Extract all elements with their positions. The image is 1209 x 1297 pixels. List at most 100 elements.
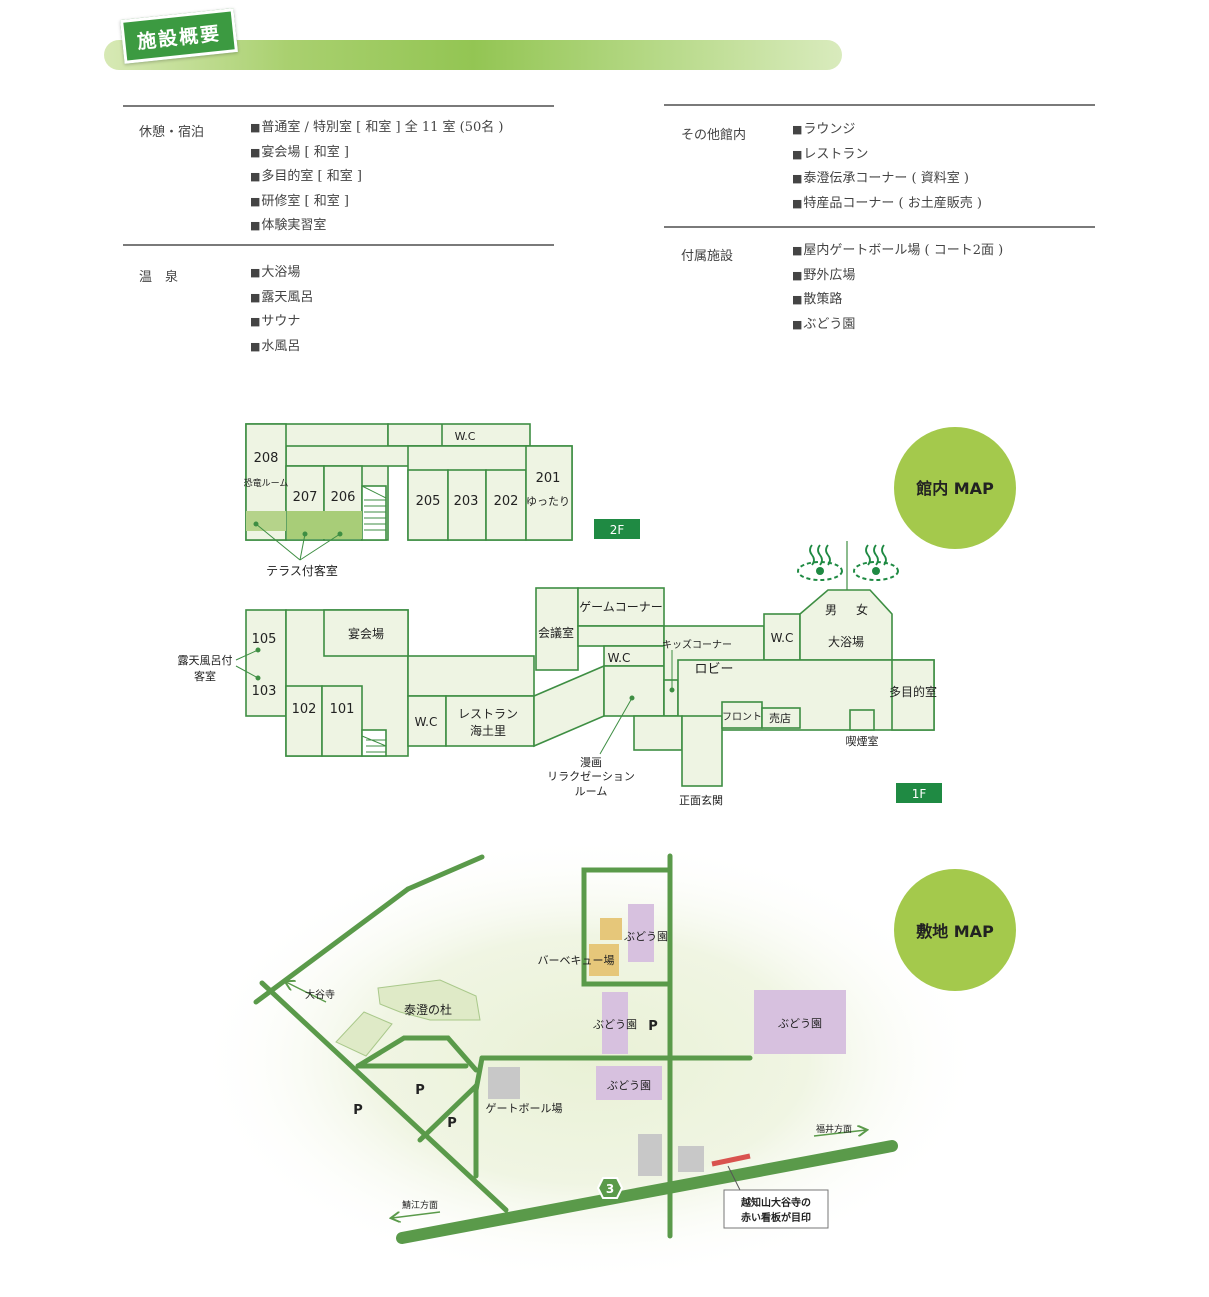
room-101: 101 — [330, 702, 355, 717]
room-women: 女 — [856, 602, 868, 617]
list-item: 露天風呂 — [250, 286, 313, 311]
floor-tag-1f-text: 1F — [912, 787, 927, 801]
item-list: 大浴場 露天風呂 サウナ 水風呂 — [250, 261, 313, 359]
room-203: 203 — [454, 494, 479, 509]
room-207: 207 — [293, 490, 318, 505]
room-restaurant-name: 海土里 — [470, 723, 506, 738]
manga-note-1: 漫画 — [580, 755, 602, 769]
item-list: 普通室 / 特別室 [ 和室 ] 全 11 室 (50名 ) 宴会場 [ 和室 … — [250, 116, 503, 239]
floor-tag-2f — [594, 519, 640, 539]
red-sign — [711, 1153, 751, 1167]
label-grape-3: ぶどう園 — [607, 1079, 651, 1092]
divider — [664, 104, 1095, 106]
room-bath: 大浴場 — [828, 635, 864, 649]
list-item: 研修室 [ 和室 ] — [250, 190, 503, 215]
hot-spring-icon-women — [853, 544, 899, 581]
room-wc-mid: W.C — [608, 651, 631, 665]
room-shop: 売店 — [769, 711, 791, 725]
label-sabae: 鯖江方面 — [402, 1199, 438, 1211]
room-dino: 恐竜ルーム — [244, 477, 289, 489]
room-multi: 多目的室 — [889, 684, 937, 699]
list-item: 体験実習室 — [250, 214, 503, 239]
room-men: 男 — [825, 603, 837, 617]
list-item: 普通室 / 特別室 [ 和室 ] 全 11 室 (50名 ) — [250, 116, 503, 141]
room-game: ゲームコーナー — [579, 600, 663, 614]
room-kids: キッズコーナー — [662, 638, 732, 651]
room-206: 206 — [331, 490, 356, 505]
room-lobby: ロビー — [694, 662, 733, 677]
room-wc-2f: W.C — [455, 430, 476, 443]
category-label: 付属施設 — [681, 249, 734, 264]
room-102: 102 — [292, 702, 317, 717]
room-entrance: 正面玄関 — [679, 793, 723, 807]
item-list: 屋内ゲートボール場 ( コート2面 ) 野外広場 散策路 ぶどう園 — [792, 239, 1003, 337]
route-3-road — [396, 1140, 898, 1244]
list-item: 多目的室 [ 和室 ] — [250, 165, 503, 190]
manga-note-3: ルーム — [575, 785, 608, 798]
floor-map-badge — [894, 427, 1016, 549]
arrow-sabae — [392, 1211, 441, 1218]
grape-field — [602, 992, 628, 1054]
room-201: 201 — [536, 471, 561, 486]
room-wc-restaurant: W.C — [415, 715, 438, 729]
terrace-note: テラス付客室 — [266, 563, 338, 578]
list-item: 特産品コーナー ( お土産販売 ) — [792, 192, 982, 217]
leader-lines — [235, 647, 675, 755]
list-item: 宴会場 [ 和室 ] — [250, 141, 503, 166]
category-label: 温 泉 — [139, 270, 179, 285]
room-restaurant: レストラン — [458, 707, 518, 721]
grape-field — [596, 1066, 662, 1100]
floor-tag-1f — [896, 783, 942, 803]
list-item: サウナ — [250, 310, 313, 335]
stairs-icon — [361, 485, 387, 531]
site-map-badge-text: 敷地 MAP — [916, 922, 994, 941]
label-forest: 泰澄の杜 — [404, 1002, 452, 1017]
room-wc-bath: W.C — [771, 631, 794, 645]
building — [678, 1146, 704, 1172]
category-label: 休憩・宿泊 — [139, 125, 205, 140]
room-smoking: 喫煙室 — [846, 734, 879, 748]
floor-1f-plan — [245, 587, 935, 787]
route-marker-text: 3 — [606, 1182, 614, 1196]
room-front: フロント — [722, 712, 762, 723]
arrow-taichoji — [286, 982, 327, 1003]
label-grape-1: ぶどう園 — [624, 930, 668, 943]
sign-text-1: 越知山大谷寺の — [740, 1196, 811, 1209]
bbq-block — [600, 918, 622, 940]
sign-callout — [723, 1189, 829, 1229]
list-item: 野外広場 — [792, 264, 1003, 289]
open-air-note-1: 露天風呂付 — [178, 654, 233, 667]
parking-label: P — [447, 1116, 457, 1131]
gateball-building — [488, 1067, 520, 1099]
parking-label: P — [353, 1103, 363, 1118]
list-item: 水風呂 — [250, 335, 313, 360]
stairs-icon — [361, 735, 387, 753]
callout-line — [727, 1165, 741, 1191]
bbq-block — [589, 944, 619, 976]
room-202: 202 — [494, 494, 519, 509]
forest-area — [335, 979, 481, 1057]
building — [638, 1134, 662, 1176]
category-label: その他館内 — [681, 128, 747, 143]
list-item: ラウンジ — [792, 118, 982, 143]
divider — [664, 226, 1095, 228]
grape-field — [628, 904, 654, 962]
divider — [123, 105, 554, 107]
floor-map-badge-text: 館内 MAP — [916, 479, 994, 498]
open-air-note-2: 客室 — [194, 669, 216, 683]
label-taichoji: 大谷寺 — [305, 988, 335, 1001]
roads — [253, 853, 753, 1239]
site-map-badge — [894, 869, 1016, 991]
parking-label: P — [415, 1083, 425, 1098]
manga-note-2: リラクゼーション — [547, 770, 635, 783]
label-bbq: バーベキュー場 — [538, 954, 615, 967]
floor-tag-2f-text: 2F — [610, 523, 625, 537]
list-item: レストラン — [792, 143, 982, 168]
room-105: 105 — [252, 632, 277, 647]
list-item: ぶどう園 — [792, 313, 1003, 338]
list-item: 散策路 — [792, 288, 1003, 313]
room-103: 103 — [252, 684, 277, 699]
grape-field — [754, 990, 846, 1054]
label-gateball: ゲートボール場 — [486, 1102, 563, 1115]
